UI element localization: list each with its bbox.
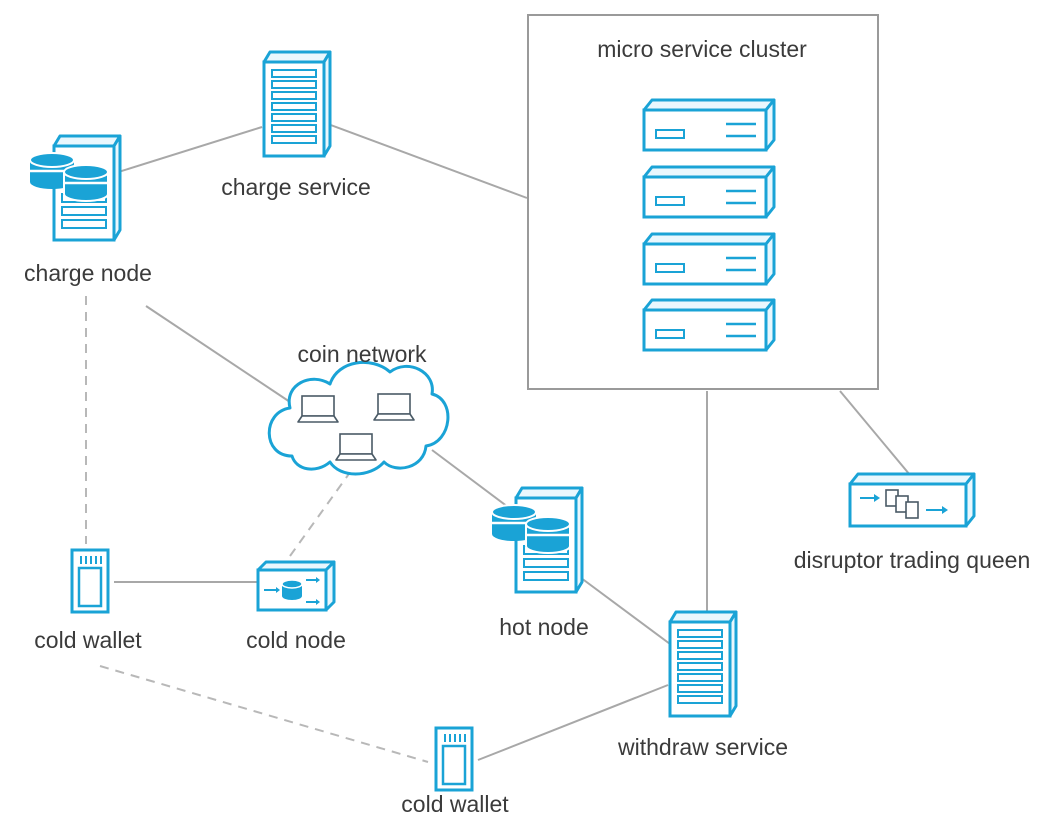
charge-node-label: charge node: [24, 260, 152, 286]
charge-node-database-icon: [28, 134, 122, 242]
edge-coldnode-coinnetwork-dashed: [289, 463, 357, 557]
cold-wallet-left-icon: [70, 548, 110, 614]
cluster-label: micro service cluster: [597, 36, 807, 62]
cluster-rack-server-3-icon: [642, 232, 776, 286]
disruptor-queue-device-icon: [848, 472, 976, 528]
connection-lines: [85, 123, 911, 763]
edge-coldwallet2-withdraw: [477, 684, 669, 761]
withdraw-service-server-icon: [668, 610, 738, 718]
edge-cluster-disruptor: [839, 390, 911, 476]
cluster-rack-server-4-icon: [642, 298, 776, 352]
coin-network-cloud-icon: [267, 360, 450, 476]
hot-node-label: hot node: [499, 614, 589, 640]
withdraw-service-label: withdraw service: [618, 734, 788, 760]
edge-chargenode-coinnetwork: [145, 305, 291, 403]
charge-service-server-icon: [262, 50, 332, 158]
hot-node-database-icon: [490, 486, 584, 594]
cold-wallet-left-label: cold wallet: [34, 627, 142, 653]
charge-service-label: charge service: [221, 174, 371, 200]
cold-wallet-bottom-label: cold wallet: [401, 791, 509, 817]
cluster-rack-server-1-icon: [642, 98, 776, 152]
disruptor-label: disruptor trading queen: [793, 547, 1031, 573]
edge-chargeservice-cluster: [327, 123, 528, 199]
cluster-rack-server-2-icon: [642, 165, 776, 219]
edge-coldwallet-coldwallet2-dashed: [99, 665, 429, 763]
edge-chargenode-chargeservice: [111, 126, 263, 175]
coin-network-label: coin network: [297, 341, 427, 367]
cold-wallet-bottom-icon: [434, 726, 474, 792]
edge-coinnetwork-hotnode: [431, 449, 513, 511]
cold-node-label: cold node: [246, 627, 346, 653]
cold-node-icon: [256, 560, 336, 612]
